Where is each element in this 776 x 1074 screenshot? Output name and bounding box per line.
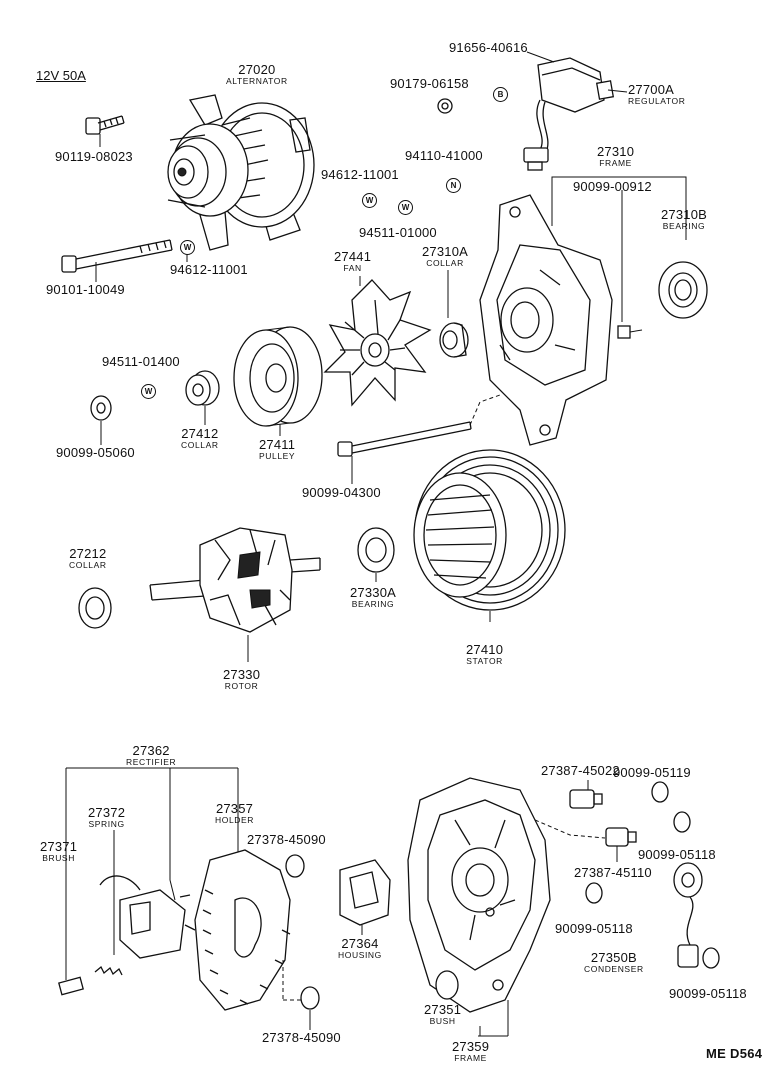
bush-27351-drawing: [435, 970, 459, 1000]
label-90179-06158: 90179-06158: [390, 76, 469, 91]
label-90099-05060: 90099-05060: [56, 445, 135, 460]
collar-27310A-drawing: [439, 322, 469, 358]
label-91656-40616: 91656-40616: [449, 40, 528, 55]
label-27378-45090-bottom: 27378-45090: [262, 1030, 341, 1045]
diagram-code: ME D564: [706, 1046, 763, 1061]
bolt-90119-drawing: [85, 115, 125, 135]
nut-90099-05118-b-drawing: [585, 882, 603, 904]
frame-27310-drawing: [479, 194, 613, 446]
rear-frame-drawing: [407, 777, 551, 1013]
label-27387-45110: 27387-45110: [574, 865, 652, 880]
label-90119-08023: 90119-08023: [55, 149, 133, 164]
brush-drawing: [58, 976, 84, 996]
spec-title: 12V 50A: [36, 68, 86, 83]
label-90099-05119: 90099-05119: [613, 765, 691, 780]
label-94511-01400: 94511-01400: [102, 354, 180, 369]
nut-90099-05060-drawing: [90, 395, 112, 421]
label-94511-01000: 94511-01000: [359, 225, 437, 240]
regulator-drawing: [523, 57, 615, 171]
label-94612-11001-b: 94612-11001: [170, 262, 248, 277]
label-90099-05118-a: 90099-05118: [638, 847, 716, 862]
nut-90099-05118-a-drawing: [673, 811, 691, 833]
label-94110-41000: 94110-41000: [405, 148, 483, 163]
label-94612-11001-a: 94612-11001: [321, 167, 399, 182]
bearing-27310B-drawing: [658, 261, 708, 319]
label-27378-45090-top: 27378-45090: [247, 832, 326, 847]
label-90099-04300: 90099-04300: [302, 485, 381, 500]
collar-27212-drawing: [78, 587, 112, 629]
terminal-27387-45110-drawing: [605, 827, 637, 847]
spring-drawing: [94, 965, 123, 976]
alternator-drawing: [167, 94, 315, 251]
nut-90099-05118-c-drawing: [702, 947, 720, 969]
through-bolt-drawing: [337, 394, 501, 457]
nut-90179-drawing: [437, 98, 453, 114]
fan-drawing: [323, 279, 432, 407]
label-90099-05118-b: 90099-05118: [555, 921, 633, 936]
label-27387-45022: 27387-45022: [541, 763, 620, 778]
terminal-27387-45022-drawing: [569, 789, 603, 809]
housing-drawing: [339, 859, 391, 926]
insulator-27378-top-drawing: [285, 854, 305, 878]
brush-holder-drawing: [99, 875, 186, 959]
screw-90099-00912-drawing: [617, 325, 643, 339]
insulator-27378-bottom-drawing: [300, 986, 320, 1010]
bolt-b-symbol: B: [493, 87, 508, 102]
washer-w-symbol: W: [362, 193, 377, 208]
pulley-drawing: [233, 326, 323, 427]
nut-n-symbol: N: [446, 178, 461, 193]
rotor-drawing: [149, 527, 321, 633]
nut-90099-05119-drawing: [651, 781, 669, 803]
long-bolt-drawing: [61, 239, 173, 282]
label-90099-00912: 90099-00912: [573, 179, 652, 194]
collar-27412-drawing: [185, 370, 220, 406]
label-90101-10049: 90101-10049: [46, 282, 125, 297]
washer-w-symbol: W: [141, 384, 156, 399]
label-90099-05118-c: 90099-05118: [669, 986, 747, 1001]
rectifier-drawing: [169, 849, 291, 1011]
condenser-drawing: [673, 862, 703, 968]
stator-drawing: [413, 449, 566, 611]
washer-w-symbol: W: [180, 240, 195, 255]
washer-w-symbol: W: [398, 200, 413, 215]
bearing-27330A-drawing: [357, 527, 395, 573]
